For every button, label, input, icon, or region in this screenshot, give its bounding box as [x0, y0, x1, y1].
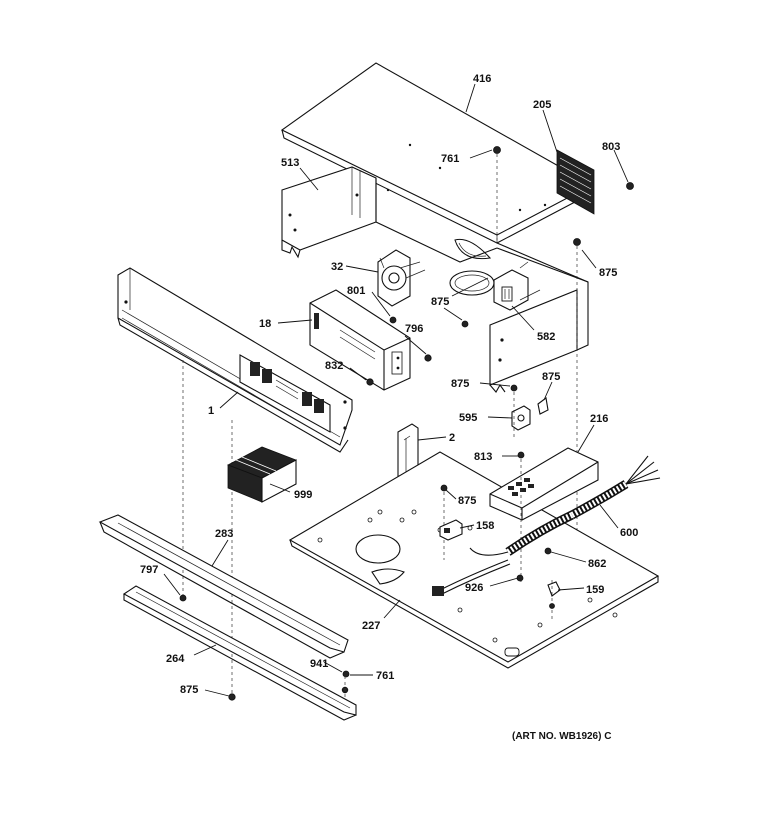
terminal-block — [489, 447, 599, 521]
bracket-158 — [439, 519, 463, 541]
callout-875-clip: 875 — [542, 371, 560, 383]
callout-205: 205 — [533, 99, 551, 111]
callout-832: 832 — [325, 360, 343, 372]
screw-875-right — [573, 238, 581, 560]
screw-797 — [179, 594, 187, 602]
screw-875-base — [440, 484, 448, 492]
callout-582: 582 — [537, 331, 555, 343]
callout-797: 797 — [140, 564, 158, 576]
callout-416: 416 — [473, 73, 491, 85]
callout-1: 1 — [208, 405, 214, 417]
harness-926 — [432, 559, 511, 596]
callout-761-top: 761 — [441, 153, 459, 165]
main-housing — [375, 178, 589, 393]
callout-796: 796 — [405, 323, 423, 335]
callout-862: 862 — [588, 558, 606, 570]
callout-2: 2 — [449, 432, 455, 444]
control-board — [309, 289, 411, 391]
screw-796 — [424, 354, 432, 362]
screw-803 — [626, 182, 634, 190]
leader-lines — [163, 83, 629, 697]
harness-transformer — [449, 261, 541, 311]
art-number-note: (ART NO. WB1926) C — [512, 731, 611, 742]
callout-761-bottom: 761 — [376, 670, 394, 682]
trim-strip-283 — [98, 514, 349, 659]
callout-159: 159 — [586, 584, 604, 596]
screw-832 — [366, 378, 374, 386]
side-bracket — [281, 166, 377, 259]
callout-227: 227 — [362, 620, 380, 632]
clip-875 — [537, 397, 549, 415]
vent-grille — [556, 149, 595, 215]
bracket-595 — [511, 405, 531, 431]
callout-264: 264 — [166, 653, 185, 665]
screw-875-mid — [461, 320, 469, 328]
screw-862 — [544, 547, 552, 555]
callout-999: 999 — [294, 489, 312, 501]
fan-motor — [377, 249, 426, 307]
callout-513: 513 — [281, 157, 299, 169]
callout-926: 926 — [465, 582, 483, 594]
callout-875-upper: 875 — [451, 378, 469, 390]
callout-941: 941 — [310, 658, 328, 670]
screws-941-761 — [341, 670, 350, 700]
callout-813: 813 — [474, 451, 492, 463]
callout-875-base: 875 — [458, 495, 476, 507]
callout-803: 803 — [602, 141, 620, 153]
callout-labels: 416 205 803 761 513 32 801 875 875 18 79… — [140, 73, 638, 696]
callout-216: 216 — [590, 413, 608, 425]
callout-158: 158 — [476, 520, 494, 532]
screw-875-upper — [510, 384, 518, 392]
callout-875-mid: 875 — [431, 296, 449, 308]
screw-801 — [389, 316, 397, 324]
callout-32: 32 — [331, 261, 343, 273]
trim-strip-264 — [122, 585, 357, 721]
screw-761-top — [493, 146, 501, 240]
callout-875-bottom: 875 — [180, 684, 198, 696]
callout-595: 595 — [459, 412, 477, 424]
control-panel — [117, 267, 353, 453]
callout-875-right: 875 — [599, 267, 617, 279]
callout-283: 283 — [215, 528, 233, 540]
base-panel — [288, 451, 660, 669]
callout-18: 18 — [259, 318, 271, 330]
power-cord — [469, 455, 661, 556]
screw-813 — [517, 451, 525, 459]
callout-801: 801 — [347, 285, 365, 297]
callout-600: 600 — [620, 527, 638, 539]
parts-box — [227, 446, 297, 503]
screw-875-bottom — [228, 693, 236, 701]
